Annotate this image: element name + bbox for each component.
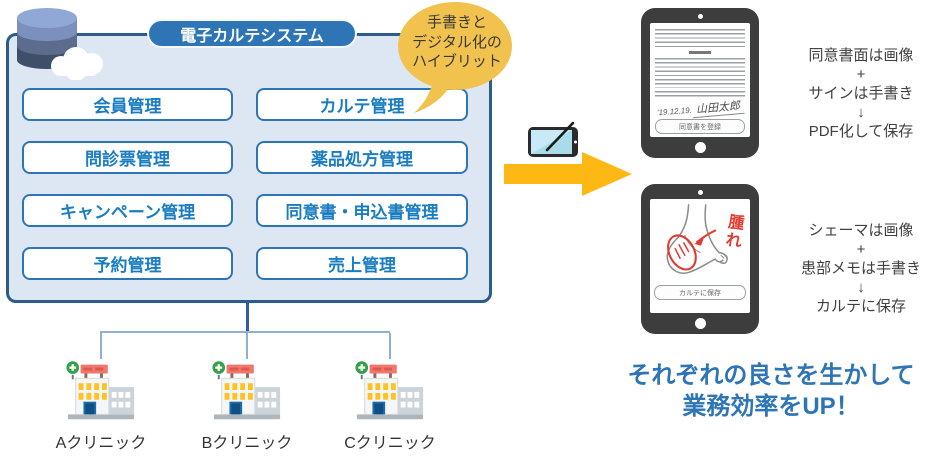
clinic-b: Bクリニック bbox=[187, 358, 307, 453]
module-sales-management: 売上管理 bbox=[256, 247, 468, 280]
module-campaign-management: キャンペーン管理 bbox=[22, 194, 233, 227]
tablet-schema: 腫れ カルテに保存 bbox=[641, 184, 759, 334]
camera-dot bbox=[697, 190, 703, 195]
hospital-icon bbox=[65, 360, 135, 420]
document-text-lines bbox=[655, 58, 745, 88]
document-text-lines bbox=[655, 91, 745, 99]
note-line: + bbox=[856, 66, 866, 83]
note-consent-flow: 同意書面は画像 + サインは手書き ↓ PDF化して保存 bbox=[775, 46, 945, 141]
tablet-screen: '19.12.19. 山田太郎 同意書を登録 bbox=[650, 23, 750, 137]
module-grid: 会員管理 カルテ管理 問診票管理 薬品処方管理 キャンペーン管理 同意書・申込書… bbox=[22, 88, 468, 280]
headline-line-2: 業務効率をUP！ bbox=[682, 393, 860, 420]
document-heading-bar bbox=[689, 51, 711, 54]
database-icon bbox=[17, 8, 103, 80]
module-member-management: 会員管理 bbox=[22, 88, 233, 121]
camera-dot bbox=[697, 14, 703, 19]
bubble-line: デジタル化の bbox=[412, 33, 502, 51]
home-button bbox=[694, 142, 706, 153]
down-arrow-glyph: ↓ bbox=[857, 104, 865, 121]
handwritten-signature: 山田太郎 bbox=[691, 96, 745, 119]
hospital-icon bbox=[211, 360, 281, 420]
tablet-pen-icon bbox=[528, 121, 578, 157]
module-prescription-management: 薬品処方管理 bbox=[256, 141, 468, 174]
schema-area: 腫れ カルテに保存 bbox=[650, 199, 750, 313]
signature-row: '19.12.19. 山田太郎 bbox=[655, 96, 745, 119]
module-consent-form-management: 同意書・申込書管理 bbox=[256, 194, 468, 227]
clinic-c-label: Cクリニック bbox=[344, 435, 436, 452]
clinic-a-label: Aクリニック bbox=[55, 435, 147, 452]
register-consent-button: 同意書を登録 bbox=[655, 119, 745, 134]
arrow-right-icon bbox=[504, 152, 632, 196]
note-line: 患部メモは手書き bbox=[800, 260, 921, 277]
speech-bubble-text: 手書きと デジタル化の ハイブリット bbox=[398, 13, 516, 72]
down-arrow-glyph: ↓ bbox=[857, 279, 865, 296]
clinic-c: Cクリニック bbox=[330, 358, 450, 453]
save-to-karte-button: カルテに保存 bbox=[654, 285, 746, 300]
speech-bubble bbox=[398, 2, 512, 113]
module-questionnaire-management: 問診票管理 bbox=[22, 141, 233, 174]
note-line: サインは手書き bbox=[808, 85, 914, 102]
home-button bbox=[694, 318, 706, 329]
note-line: カルテに保存 bbox=[815, 298, 906, 315]
clinic-a: Aクリニック bbox=[41, 358, 161, 453]
tablet-consent: '19.12.19. 山田太郎 同意書を登録 bbox=[641, 8, 759, 158]
hospital-icon bbox=[354, 360, 424, 420]
tablet-screen: 腫れ カルテに保存 bbox=[650, 199, 750, 313]
note-line: + bbox=[856, 241, 866, 258]
note-schema-flow: シェーマは画像 + 患部メモは手書き ↓ カルテに保存 bbox=[775, 221, 945, 316]
connector-drop-c bbox=[389, 333, 391, 359]
module-reservation-management: 予約管理 bbox=[22, 247, 233, 280]
consent-document: '19.12.19. 山田太郎 同意書を登録 bbox=[650, 23, 750, 137]
handwritten-date: '19.12.19. bbox=[656, 105, 693, 118]
connector-trunk bbox=[246, 300, 249, 331]
headline-line-1: それぞれの良さを生かして bbox=[627, 362, 915, 389]
connector-drop-a bbox=[100, 333, 102, 359]
cloud-icon bbox=[51, 47, 103, 80]
connector-drop-b bbox=[246, 333, 248, 359]
bubble-line: ハイブリット bbox=[412, 53, 502, 70]
note-line: 同意書面は画像 bbox=[808, 47, 914, 64]
connector-horizontal bbox=[100, 331, 390, 333]
bubble-line: 手書きと bbox=[426, 14, 487, 31]
note-line: シェーマは画像 bbox=[808, 222, 914, 239]
foot-schema-drawing bbox=[666, 204, 728, 274]
clinic-b-label: Bクリニック bbox=[201, 435, 293, 452]
document-text-lines bbox=[655, 29, 745, 47]
system-title: 電子カルテシステム bbox=[147, 19, 357, 48]
headline: それぞれの良さを生かして 業務効率をUP！ bbox=[597, 360, 945, 422]
note-line: PDF化して保存 bbox=[808, 123, 914, 140]
